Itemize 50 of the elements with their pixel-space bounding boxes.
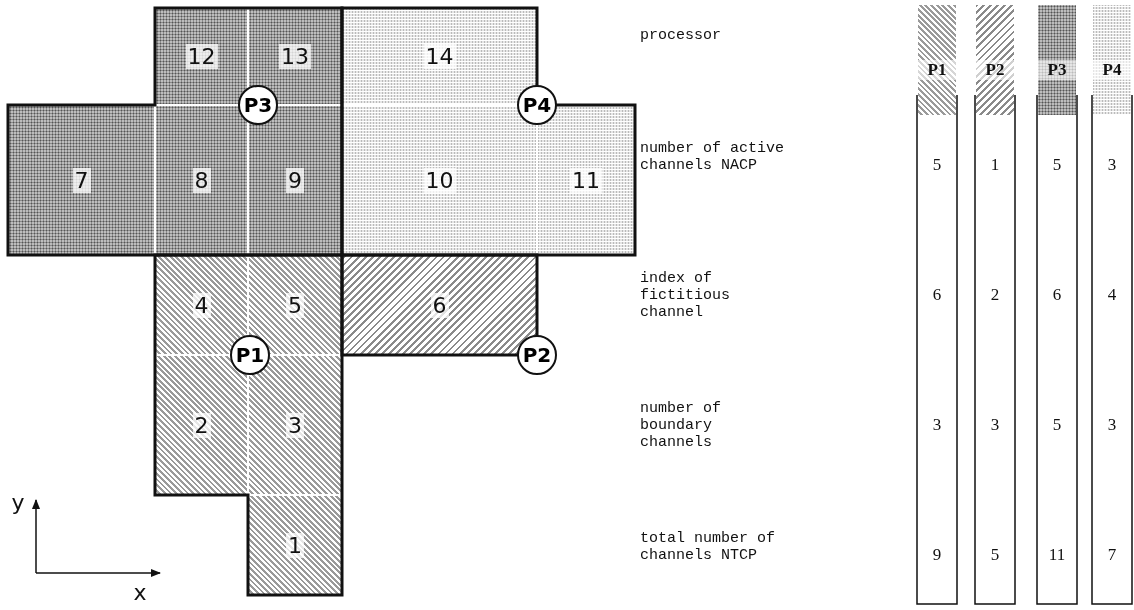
processor-circle <box>517 335 557 375</box>
table-value: 5 <box>1051 415 1063 435</box>
table-value: 1 <box>989 155 1001 175</box>
table-value: 5 <box>989 545 1001 565</box>
grid-cell <box>156 106 247 254</box>
table-value: 3 <box>931 415 943 435</box>
grid-cell <box>249 496 341 594</box>
axis-label: x <box>132 580 148 605</box>
table-value: 6 <box>1051 285 1063 305</box>
cell-number: 3 <box>286 412 304 438</box>
table-value: 11 <box>1047 545 1067 565</box>
column-heading: P4 <box>1092 60 1132 80</box>
row-heading: processor <box>640 27 722 44</box>
row-heading: index of fictitious channel <box>640 270 731 321</box>
row-heading: number of active channels NACP <box>640 140 786 174</box>
table-value: 6 <box>931 285 943 305</box>
cell-number: 11 <box>570 167 602 193</box>
cell-number: 10 <box>423 167 456 193</box>
row-heading: total number of channels NTCP <box>640 530 777 564</box>
table-value: 3 <box>1106 415 1118 435</box>
cell-number: 5 <box>286 292 304 318</box>
table-value: 2 <box>989 285 1001 305</box>
row-heading: number of boundary channels <box>640 400 722 451</box>
cell-number: 1 <box>286 532 304 558</box>
axis-label: y <box>10 490 26 515</box>
processor-label: P1 <box>235 343 265 367</box>
table-value: 5 <box>1051 155 1063 175</box>
cell-number: 4 <box>192 292 211 318</box>
cell-number: 2 <box>192 412 211 438</box>
grid-cell <box>9 106 154 254</box>
table-value: 3 <box>989 415 1001 435</box>
cell-number: 9 <box>286 167 304 193</box>
table-value: 5 <box>931 155 943 175</box>
cell-number: 13 <box>279 44 311 69</box>
grid-cell <box>156 9 247 104</box>
table-value: 3 <box>1106 155 1118 175</box>
cell-number: 12 <box>185 44 218 69</box>
column-heading: P2 <box>975 60 1015 80</box>
cell-number: 7 <box>72 167 91 193</box>
table-value: 9 <box>931 545 943 565</box>
table-value: 7 <box>1106 545 1118 565</box>
cell-number: 8 <box>192 167 211 193</box>
column-heading: P1 <box>917 60 957 80</box>
column-heading: P3 <box>1037 60 1077 80</box>
processor-label: P2 <box>522 343 552 367</box>
processor-label: P4 <box>522 93 552 117</box>
table-value: 4 <box>1106 285 1118 305</box>
cell-number: 6 <box>430 292 449 318</box>
processor-label: P3 <box>243 93 273 117</box>
cell-number: 14 <box>423 44 456 69</box>
